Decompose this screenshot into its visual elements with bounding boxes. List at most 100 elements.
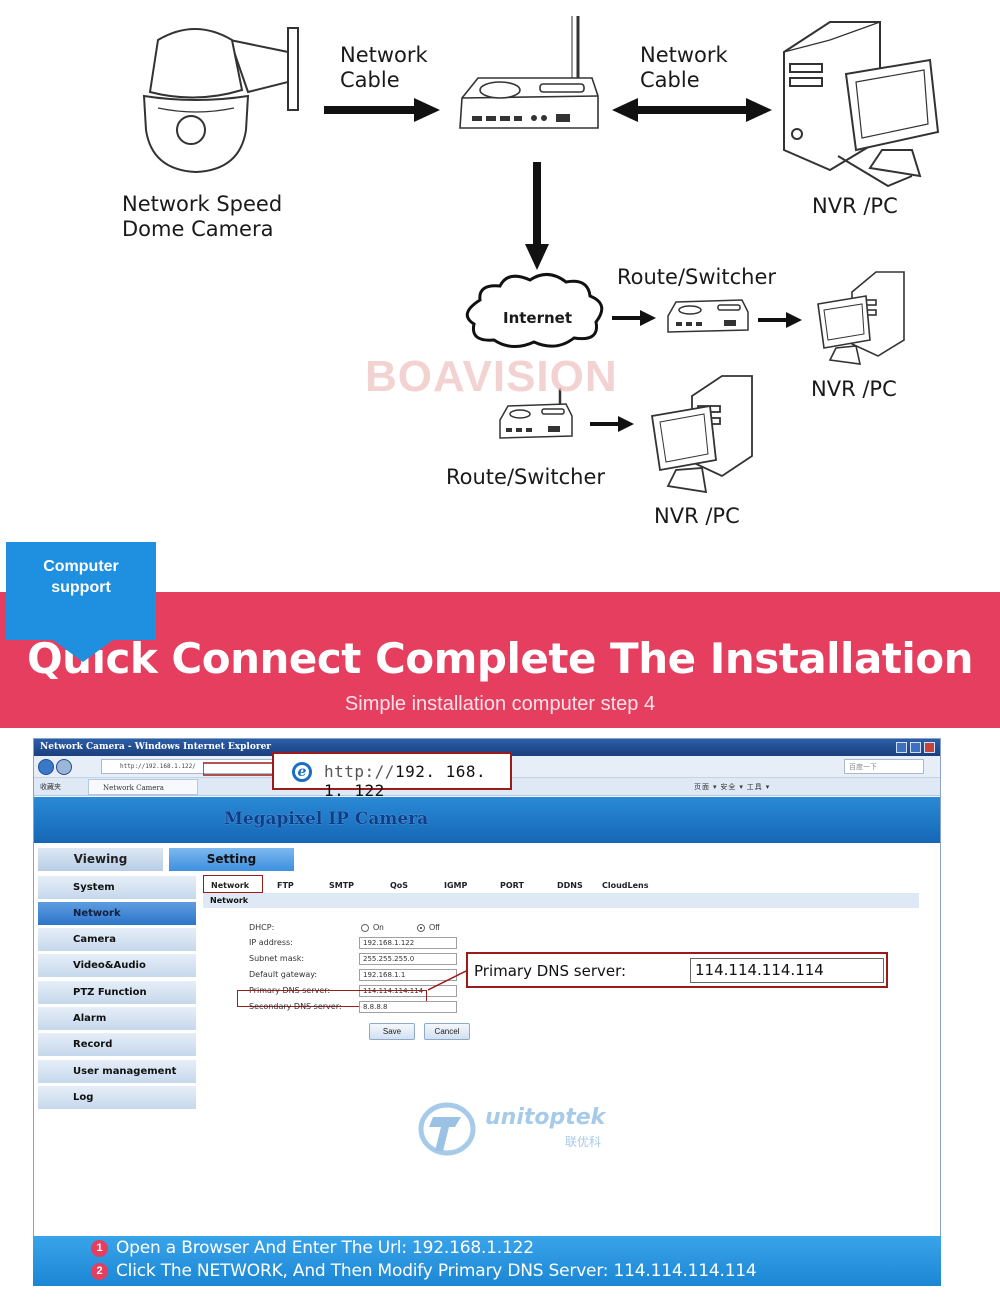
tab-viewing[interactable]: Viewing — [38, 848, 163, 871]
step-2-text: Click The NETWORK, And Then Modify Prima… — [116, 1261, 757, 1281]
arrow-right-icon — [758, 312, 802, 328]
secondary-dns-label: Secondary DNS server: — [249, 1002, 342, 1011]
internet-cloud-icon — [465, 273, 604, 348]
subtab-smtp[interactable]: SMTP — [329, 881, 355, 890]
settings-sidebar: System Network Camera Video&Audio PTZ Fu… — [34, 871, 199, 1271]
cable-label-left: Network Cable — [340, 43, 428, 93]
primary-dns-highlight — [237, 990, 427, 1007]
sidebar-item-alarm[interactable]: Alarm — [38, 1007, 196, 1030]
browser-toolbar[interactable]: 页面 ▾ 安全 ▾ 工具 ▾ — [694, 784, 771, 791]
subtab-ftp[interactable]: FTP — [277, 881, 294, 890]
desktop-pc-icon — [817, 271, 905, 365]
support-tag-text: Computer support — [6, 556, 156, 598]
window-title-bar: Network Camera - Windows Internet Explor… — [34, 739, 940, 756]
desktop-pc-icon — [650, 375, 753, 494]
camera-main-tabs: Viewing Setting — [34, 843, 940, 871]
switch-icon — [667, 299, 749, 333]
camera-label-line1: Network Speed — [122, 192, 283, 216]
subtab-ddns[interactable]: DDNS — [557, 881, 583, 890]
step-2-badge: 2 — [91, 1263, 108, 1280]
secondary-dns-field[interactable]: 8.8.8.8 — [359, 1001, 457, 1013]
step-1-text: Open a Browser And Enter The Url: 192.16… — [116, 1238, 534, 1258]
dhcp-on-radio[interactable] — [361, 924, 369, 932]
double-arrow-icon — [612, 98, 772, 122]
unitoptek-logo: unitoptek 联优科 — [415, 1099, 625, 1159]
nvr-pc-label-mid: NVR /PC — [811, 377, 897, 401]
dhcp-off-label: Off — [429, 923, 440, 932]
close-icon[interactable] — [924, 742, 935, 753]
unitoptek-globe-icon — [418, 1102, 476, 1156]
search-input[interactable]: 百度一下 — [844, 759, 924, 774]
dns-pointer-icon — [428, 969, 468, 991]
subtab-cloudlens[interactable]: CloudLens — [602, 881, 649, 890]
forward-icon[interactable] — [56, 759, 72, 775]
cable-label-right-line2: Cable — [640, 68, 700, 92]
unitoptek-wordmark: unitoptek — [485, 1105, 606, 1130]
dome-camera-icon — [142, 27, 299, 174]
sidebar-item-ptz[interactable]: PTZ Function — [38, 981, 196, 1004]
camera-label: Network Speed Dome Camera — [122, 192, 282, 242]
arrow-down-icon — [525, 162, 549, 270]
network-topology-diagram: Network Speed Dome Camera Network Cable … — [0, 0, 1000, 540]
favorites-button[interactable]: 收藏夹 — [40, 784, 61, 791]
subtab-igmp[interactable]: IGMP — [444, 881, 468, 890]
address-bar-text: http://192.168.1.122/ — [120, 763, 196, 770]
banner-subtitle: Simple installation computer step 4 — [344, 693, 656, 715]
diagram-drawing — [142, 16, 940, 494]
subnet-mask-field[interactable]: 255.255.255.0 — [359, 953, 457, 965]
search-placeholder: 百度一下 — [849, 764, 877, 771]
support-tag-line2: support — [51, 579, 111, 596]
ip-address-field[interactable]: 192.168.1.122 — [359, 937, 457, 949]
dns-callout-label: Primary DNS server: — [474, 962, 627, 980]
network-settings-panel: Network FTP SMTP QoS IGMP PORT DDNS Clou… — [199, 871, 940, 1271]
nvr-pc-label-bottom: NVR /PC — [654, 504, 740, 528]
subtab-network[interactable]: Network — [203, 875, 263, 893]
instruction-bar: 1 Open a Browser And Enter The Url: 192.… — [33, 1236, 941, 1286]
router-icon — [499, 388, 573, 439]
save-button[interactable]: Save — [369, 1023, 415, 1040]
subtab-port[interactable]: PORT — [500, 881, 524, 890]
minimize-icon[interactable] — [896, 742, 907, 753]
unitoptek-wordmark-cn: 联优科 — [565, 1135, 602, 1149]
cable-label-right-line1: Network — [640, 43, 728, 67]
route-switcher-label-top: Route/Switcher — [617, 265, 777, 289]
url-callout-text: http://192. 168. 1. 122 — [324, 762, 510, 800]
sidebar-item-user-management[interactable]: User management — [38, 1060, 196, 1083]
cable-label-left-line2: Cable — [340, 68, 400, 92]
arrow-right-icon — [324, 98, 440, 122]
sidebar-item-network[interactable]: Network — [38, 902, 196, 925]
arrow-right-icon — [612, 310, 656, 326]
route-switcher-label-bottom: Route/Switcher — [446, 465, 606, 489]
nvr-pc-label-top: NVR /PC — [812, 194, 898, 218]
banner-title: Quick Connect Complete The Installation — [26, 634, 974, 683]
section-title: Network — [203, 893, 919, 908]
desktop-pc-icon — [783, 21, 940, 188]
sidebar-item-camera[interactable]: Camera — [38, 928, 196, 951]
step-1-badge: 1 — [91, 1240, 108, 1257]
dns-callout: Primary DNS server: 114.114.114.114 — [466, 952, 888, 988]
browser-screenshot: Network Camera - Windows Internet Explor… — [33, 738, 941, 1286]
maximize-icon[interactable] — [910, 742, 921, 753]
gateway-label: Default gateway: — [249, 970, 318, 979]
sidebar-item-system[interactable]: System — [38, 876, 196, 899]
subtab-qos[interactable]: QoS — [390, 881, 409, 890]
tab-setting[interactable]: Setting — [169, 848, 294, 871]
ip-label: IP address: — [249, 938, 293, 947]
sidebar-item-video-audio[interactable]: Video&Audio — [38, 954, 196, 977]
network-subtabs: Network FTP SMTP QoS IGMP PORT DDNS Clou… — [199, 875, 929, 893]
browser-tab[interactable]: Network Camera — [88, 779, 198, 795]
cable-label-right: Network Cable — [640, 43, 728, 93]
dhcp-on-label: On — [373, 923, 384, 932]
sidebar-item-log[interactable]: Log — [38, 1086, 196, 1109]
installation-banner: Quick Connect Complete The Installation … — [0, 592, 1000, 728]
subnet-label: Subnet mask: — [249, 954, 305, 963]
dhcp-off-radio[interactable] — [417, 924, 425, 932]
back-icon[interactable] — [38, 759, 54, 775]
cancel-button[interactable]: Cancel — [424, 1023, 470, 1040]
computer-support-tag: Computer support — [6, 542, 156, 662]
arrow-right-icon — [590, 416, 634, 432]
url-callout: e http://192. 168. 1. 122 — [272, 752, 512, 800]
router-icon — [459, 16, 599, 129]
sidebar-item-record[interactable]: Record — [38, 1033, 196, 1056]
window-title: Network Camera - Windows Internet Explor… — [40, 742, 272, 752]
